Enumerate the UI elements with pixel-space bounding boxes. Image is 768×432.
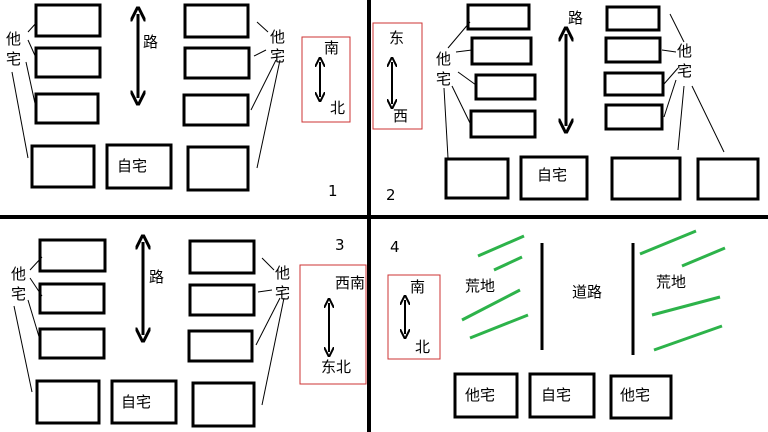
other-house xyxy=(444,157,510,200)
other-house xyxy=(474,73,537,101)
panel-number: 1 xyxy=(328,182,338,200)
panel-number: 4 xyxy=(390,238,400,256)
road-label: 路 xyxy=(149,268,164,286)
panel-number: 2 xyxy=(386,186,396,204)
other-house xyxy=(604,36,662,64)
other-house-label-char: 宅 xyxy=(6,50,21,68)
other-house xyxy=(188,283,256,317)
other-house xyxy=(38,282,106,315)
other-house-label-char: 他 xyxy=(6,30,21,48)
other-house xyxy=(604,103,664,131)
other-house xyxy=(453,372,519,419)
direction-bottom: 西 xyxy=(393,107,408,125)
other-house xyxy=(191,381,256,428)
other-house-label-char: 他 xyxy=(436,50,451,68)
other-house xyxy=(38,238,107,273)
other-house-label-char: 宅 xyxy=(436,70,451,88)
other-house xyxy=(187,329,254,363)
grass-left xyxy=(461,234,529,340)
other-house xyxy=(34,3,102,38)
other-house xyxy=(696,157,760,201)
other-house xyxy=(466,3,531,31)
direction-box xyxy=(301,36,351,123)
other-house-label-char: 他 xyxy=(11,265,26,283)
other-house xyxy=(603,71,665,97)
direction-box xyxy=(372,22,423,130)
own-house xyxy=(528,372,596,419)
panel-1-pointer-lines xyxy=(11,21,281,169)
other-house-label-char: 他 xyxy=(275,264,290,282)
other-house xyxy=(183,46,251,80)
other-house xyxy=(35,379,101,425)
panel-3-pointer-lines xyxy=(13,256,285,406)
other-house-label-char: 他 xyxy=(270,28,285,46)
own-house xyxy=(105,143,173,190)
other-house-label-char: 宅 xyxy=(270,47,285,65)
other-house-label-char: 宅 xyxy=(11,285,26,303)
direction-top: 南 xyxy=(324,39,339,57)
other-house-label-char: 宅 xyxy=(275,284,290,302)
panel-2 xyxy=(444,3,760,201)
other-house xyxy=(470,36,533,66)
panel-2-pointer-lines xyxy=(443,13,725,159)
own-house-label: 自宅 xyxy=(541,386,571,404)
other-house xyxy=(30,144,96,189)
own-house-label: 自宅 xyxy=(537,166,567,184)
other-house xyxy=(469,109,537,139)
other-house xyxy=(610,156,682,201)
direction-top: 西南 xyxy=(335,274,365,292)
grass-right xyxy=(639,229,726,352)
own-house xyxy=(110,379,178,425)
other-house xyxy=(186,145,250,192)
other-house xyxy=(609,374,673,420)
other-house xyxy=(605,5,661,32)
direction-box xyxy=(299,264,367,385)
direction-bottom: 北 xyxy=(330,99,345,117)
panel-number: 3 xyxy=(335,236,345,254)
other-house xyxy=(34,92,100,125)
other-house-label-char: 他 xyxy=(677,42,692,60)
road-label: 路 xyxy=(568,9,583,27)
road-label: 路 xyxy=(143,33,158,51)
other-house-label: 他宅 xyxy=(465,386,495,404)
other-house xyxy=(34,46,102,79)
direction-bottom: 北 xyxy=(415,338,430,356)
other-house-label-char: 宅 xyxy=(677,62,692,80)
wasteland-label: 荒地 xyxy=(656,273,686,291)
other-house xyxy=(182,93,250,127)
other-house xyxy=(188,239,256,275)
direction-top: 南 xyxy=(410,278,425,296)
other-house-label: 他宅 xyxy=(620,386,650,404)
other-house xyxy=(183,3,250,39)
own-house-label: 自宅 xyxy=(121,393,151,411)
road-label: 道路 xyxy=(572,283,602,301)
direction-bottom: 东北 xyxy=(321,358,351,376)
other-house xyxy=(38,327,106,360)
panel-3 xyxy=(35,238,256,428)
direction-box xyxy=(387,274,441,360)
wasteland-label: 荒地 xyxy=(465,277,495,295)
own-house xyxy=(519,155,589,201)
direction-top: 东 xyxy=(389,29,404,47)
panel-1 xyxy=(30,3,251,192)
own-house-label: 自宅 xyxy=(117,157,147,175)
